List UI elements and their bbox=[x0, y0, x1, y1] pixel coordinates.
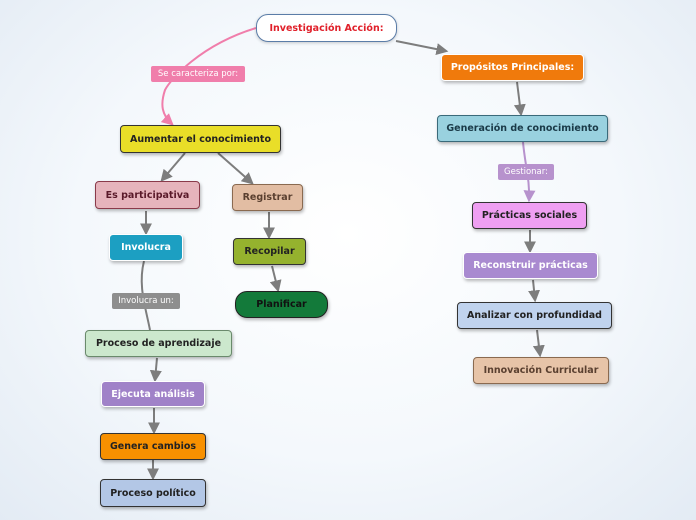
node-generacion-conocimiento[interactable]: Generación de conocimiento bbox=[437, 115, 608, 142]
node-es-participativa[interactable]: Es participativa bbox=[95, 181, 200, 209]
link-reconstruir-analizar bbox=[528, 279, 541, 303]
link-aumentar-registrar bbox=[217, 152, 254, 185]
node-proceso-politico[interactable]: Proceso político bbox=[100, 479, 206, 507]
link-recopilar-planificar bbox=[269, 265, 282, 293]
link-label-se-caracteriza: Se caracteriza por: bbox=[151, 66, 245, 82]
link-label-involucra-un: Involucra un: bbox=[112, 293, 180, 309]
node-involucra[interactable]: Involucra bbox=[109, 234, 183, 261]
link-root-aumentar bbox=[160, 27, 257, 126]
link-proceso-ejecuta bbox=[149, 357, 162, 383]
node-propositos-principales[interactable]: Propósitos Principales: bbox=[441, 54, 584, 81]
node-proceso-aprendizaje[interactable]: Proceso de aprendizaje bbox=[85, 330, 232, 357]
node-ejecuta-analisis[interactable]: Ejecuta análisis bbox=[101, 381, 205, 407]
node-aumentar-conocimiento[interactable]: Aumentar el conocimiento bbox=[120, 125, 281, 153]
link-aumentar-participativa bbox=[160, 152, 186, 182]
link-root-propositos bbox=[395, 40, 449, 56]
link-propositos-generacion bbox=[513, 81, 526, 117]
root-node-investigacion-accion[interactable]: Investigación Acción: bbox=[256, 14, 397, 42]
node-analizar-profundidad[interactable]: Analizar con profundidad bbox=[457, 302, 612, 329]
node-innovacion-curricular[interactable]: Innovación Curricular bbox=[473, 357, 609, 384]
link-label-gestionar: Gestionar: bbox=[498, 164, 554, 180]
node-genera-cambios[interactable]: Genera cambios bbox=[100, 433, 206, 460]
node-reconstruir-practicas[interactable]: Reconstruir prácticas bbox=[463, 252, 598, 279]
node-planificar[interactable]: Planificar bbox=[235, 291, 328, 318]
node-registrar[interactable]: Registrar bbox=[232, 184, 303, 211]
node-recopilar[interactable]: Recopilar bbox=[233, 238, 306, 265]
node-practicas-sociales[interactable]: Prácticas sociales bbox=[472, 202, 587, 229]
link-analizar-innovacion bbox=[532, 329, 545, 358]
